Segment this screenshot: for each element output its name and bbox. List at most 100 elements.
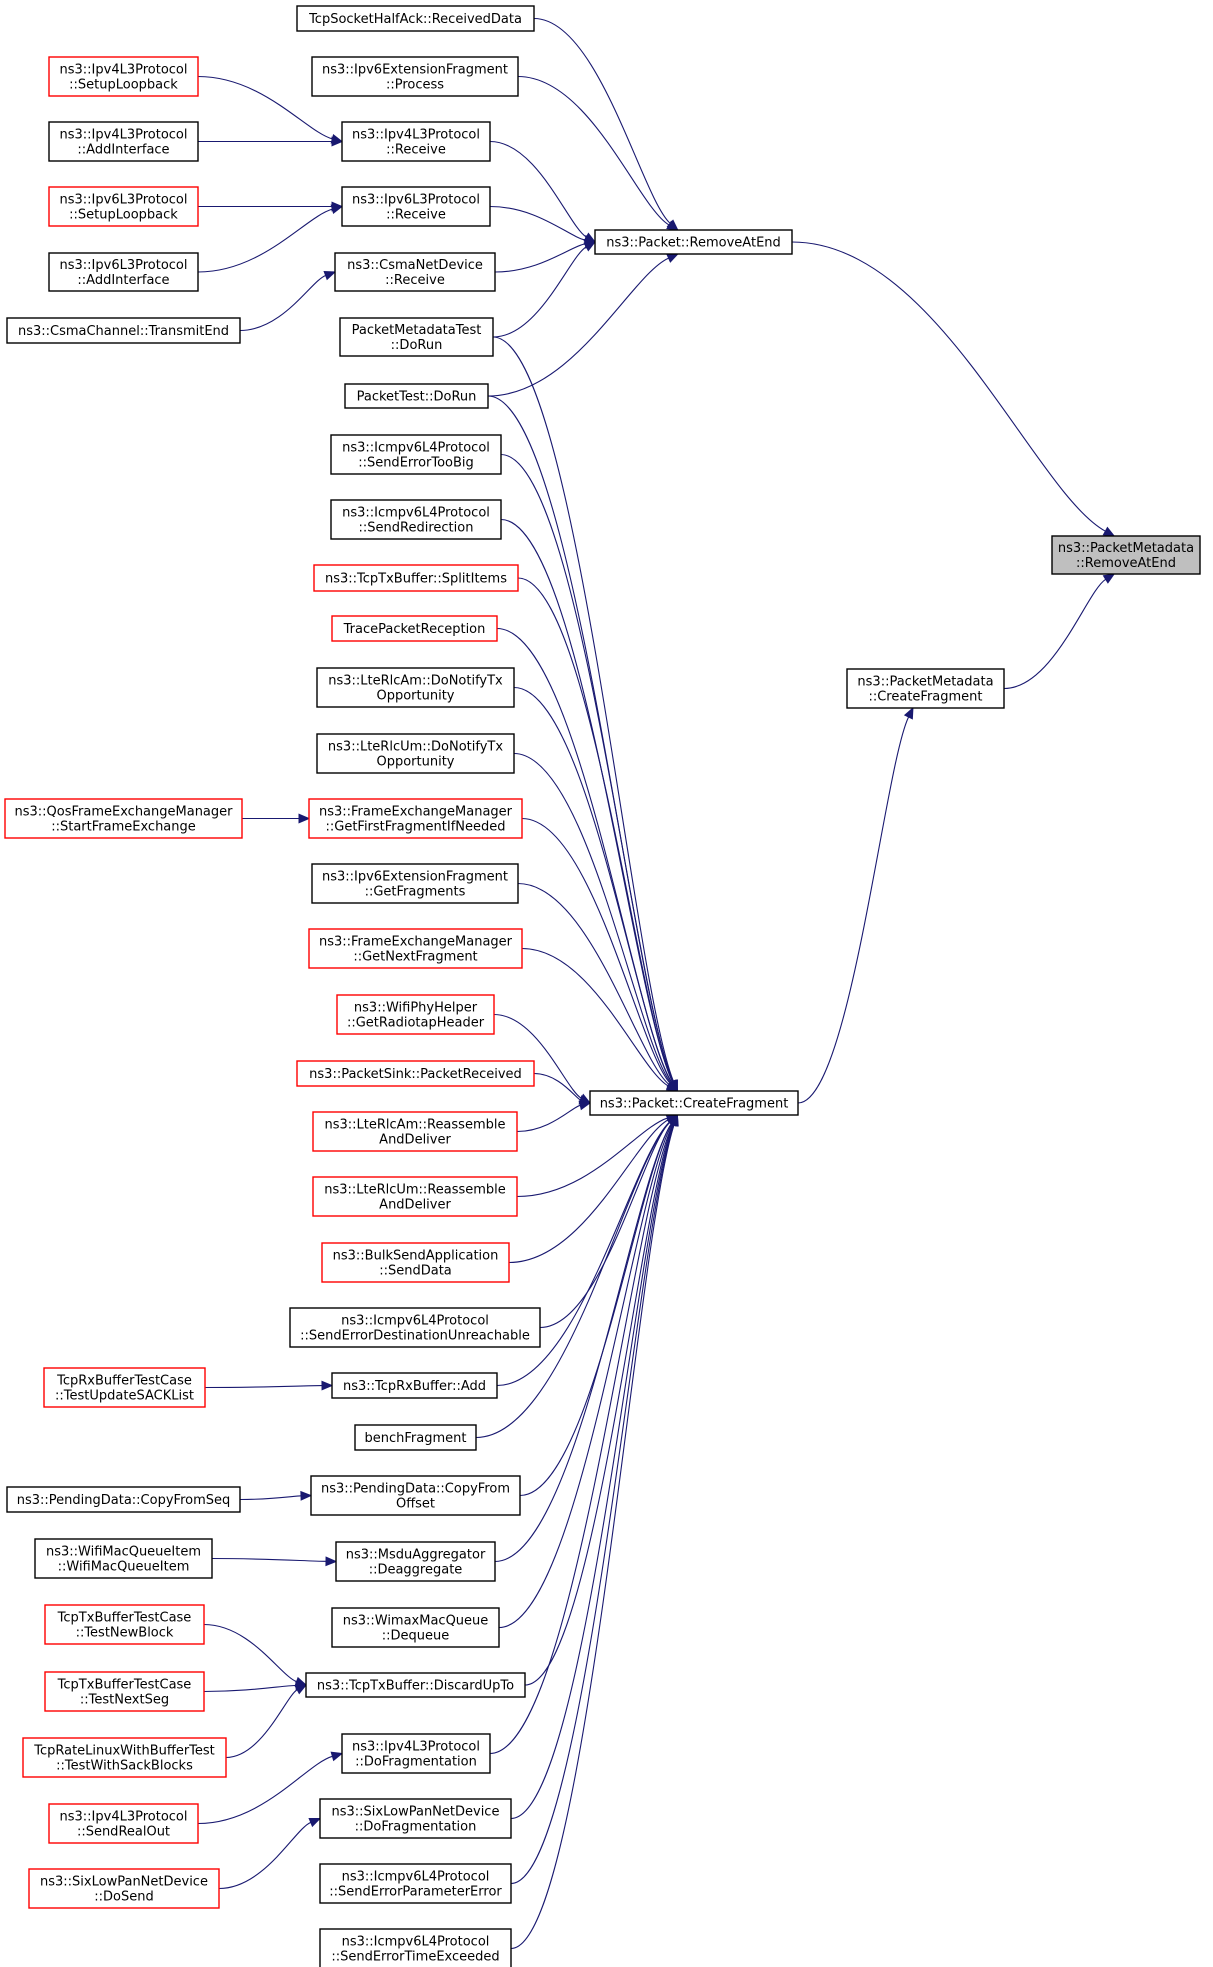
- node-pendingCopyFromSeq[interactable]: ns3::PendingData::CopyFromSeq: [6, 1486, 241, 1513]
- node-label-line: ::SendErrorParameterError: [329, 1885, 502, 1900]
- node-tcpRateSack[interactable]: TcpRateLinuxWithBufferTest::TestWithSack…: [22, 1737, 227, 1778]
- node-tracePacketReception[interactable]: TracePacketReception: [331, 615, 498, 642]
- node-icmp4ErrDestUnreach[interactable]: ns3::Icmpv6L4Protocol::SendErrorDestinat…: [289, 1307, 541, 1348]
- node-box: [308, 798, 523, 839]
- node-tcpRxAdd[interactable]: ns3::TcpRxBuffer::Add: [331, 1372, 498, 1399]
- node-bulkSendData[interactable]: ns3::BulkSendApplication::SendData: [321, 1242, 510, 1283]
- node-box: [336, 994, 495, 1035]
- node-box: [296, 1060, 535, 1087]
- edge-pmTestDoRun-to-pktRemoveAtEnd: [492, 241, 597, 338]
- node-tcpTxTestNextSeg[interactable]: TcpTxBufferTestCase::TestNextSeg: [44, 1671, 205, 1712]
- node-label-line: Opportunity: [376, 755, 454, 770]
- node-box: [34, 1538, 213, 1579]
- edge-line: [510, 1124, 675, 1820]
- node-femGetNext[interactable]: ns3::FrameExchangeManager::GetNextFragme…: [308, 928, 523, 969]
- edge-pendingCopyFromOffset-to-pktCreateFragment: [519, 1113, 679, 1497]
- node-label-line: ns3::SixLowPanNetDevice: [40, 1875, 208, 1890]
- node-label-line: ns3::FrameExchangeManager: [319, 805, 513, 820]
- node-ipv4Receive[interactable]: ns3::Ipv4L3Protocol::Receive: [341, 121, 491, 162]
- node-csmaReceive[interactable]: ns3::CsmaNetDevice::Receive: [334, 252, 496, 292]
- node-box: [48, 252, 199, 292]
- node-pktCreateFragment[interactable]: ns3::Packet::CreateFragment: [589, 1090, 799, 1116]
- edge-tcpRateSack-to-tcpTxDiscardUpTo: [225, 1684, 308, 1759]
- edge-pmCreateFragment-to-focus: [1003, 573, 1116, 690]
- node-label-line: Opportunity: [376, 689, 454, 704]
- node-label-line: ::TestNextSeg: [80, 1693, 169, 1708]
- node-icmpErrTooBig[interactable]: ns3::Icmpv6L4Protocol::SendErrorTooBig: [330, 434, 502, 475]
- edge-arrowhead: [669, 1113, 679, 1127]
- node-packetTestDoRun[interactable]: PacketTest::DoRun: [344, 383, 489, 409]
- node-ipv6Receive[interactable]: ns3::Ipv6L3Protocol::Receive: [341, 186, 491, 227]
- node-label-line: ::GetNextFragment: [353, 950, 477, 965]
- node-icmpParamError[interactable]: ns3::Icmpv6L4Protocol::SendErrorParamete…: [319, 1863, 512, 1904]
- node-box: [316, 733, 515, 774]
- node-box: [313, 564, 519, 592]
- node-icmpRedirection[interactable]: ns3::Icmpv6L4Protocol::SendRedirection: [330, 499, 502, 540]
- node-label-line: TcpTxBufferTestCase: [57, 1611, 192, 1626]
- node-wimaxDequeue[interactable]: ns3::WimaxMacQueue::Dequeue: [331, 1607, 500, 1648]
- edge-line: [797, 716, 910, 1104]
- node-ipv4AddInterface[interactable]: ns3::Ipv4L3Protocol::AddInterface: [48, 121, 199, 162]
- node-ipv6AddInterface[interactable]: ns3::Ipv6L3Protocol::AddInterface: [48, 252, 199, 292]
- node-sixLowPanDoFrag[interactable]: ns3::SixLowPanNetDevice::DoFragmentation: [319, 1798, 512, 1839]
- node-label-line: ns3::Ipv6ExtensionFragment: [322, 63, 508, 78]
- edge-arrowhead: [903, 706, 914, 720]
- node-box: [22, 1737, 227, 1778]
- node-label-line: ::DoRun: [391, 338, 443, 353]
- node-ipv6ExtFragProcess[interactable]: ns3::Ipv6ExtensionFragment::Process: [311, 56, 519, 97]
- edge-line: [225, 1689, 298, 1759]
- edge-arrowhead: [331, 136, 344, 147]
- node-ipv6ExtFragGet[interactable]: ns3::Ipv6ExtensionFragment::GetFragments: [311, 863, 519, 904]
- edge-ipv4Receive-to-pktRemoveAtEnd: [489, 140, 597, 243]
- node-qosStartFrame[interactable]: ns3::QosFrameExchangeManager::StartFrame…: [4, 798, 243, 839]
- node-box: [6, 1486, 241, 1513]
- node-msduDeaggregate[interactable]: ns3::MsduAggregator::Deaggregate: [335, 1541, 496, 1582]
- node-ipv6SetupLoopback[interactable]: ns3::Ipv6L3Protocol::SetupLoopback: [48, 186, 199, 227]
- node-pmCreateFragment[interactable]: ns3::PacketMetadata::CreateFragment: [846, 668, 1005, 709]
- node-tcpHalfAck[interactable]: TcpSocketHalfAck::ReceivedData: [296, 5, 535, 32]
- edge-line: [524, 1123, 674, 1686]
- node-femGetFirst[interactable]: ns3::FrameExchangeManager::GetFirstFragm…: [308, 798, 523, 839]
- edge-line: [487, 395, 674, 1083]
- edge-line: [494, 243, 586, 273]
- node-packetSinkRx[interactable]: ns3::PacketSink::PacketReceived: [296, 1060, 535, 1087]
- node-ipv4SetupLoopback[interactable]: ns3::Ipv4L3Protocol::SetupLoopback: [48, 56, 199, 97]
- node-label-line: ns3::PendingData::CopyFrom: [321, 1482, 510, 1497]
- node-wifiMacQueueItem[interactable]: ns3::WifiMacQueueItem::WifiMacQueueItem: [34, 1538, 213, 1579]
- node-focus[interactable]: ns3::PacketMetadata::RemoveAtEnd: [1051, 535, 1201, 575]
- edges-layer: [197, 17, 1116, 1950]
- node-tcpTxSplitItems[interactable]: ns3::TcpTxBuffer::SplitItems: [313, 564, 519, 592]
- node-tcpRxTestSack[interactable]: TcpRxBufferTestCase::TestUpdateSACKList: [43, 1367, 206, 1408]
- node-tcpTxDiscardUpTo[interactable]: ns3::TcpTxBuffer::DiscardUpTo: [305, 1672, 526, 1698]
- node-pmTestDoRun[interactable]: PacketMetadataTest::DoRun: [339, 317, 494, 357]
- node-sixLowPanDoSend[interactable]: ns3::SixLowPanNetDevice::DoSend: [28, 1868, 220, 1909]
- node-benchFragment[interactable]: benchFragment: [354, 1424, 477, 1451]
- node-label-line: ns3::LteRlcUm::Reassemble: [324, 1183, 506, 1198]
- node-box: [331, 1372, 498, 1399]
- node-label-line: ::SendErrorDestinationUnreachable: [300, 1329, 530, 1344]
- edge-arrowhead: [1102, 573, 1116, 584]
- node-label-line: TcpTxBufferTestCase: [57, 1678, 192, 1693]
- node-wifiRadiotap[interactable]: ns3::WifiPhyHelper::GetRadiotapHeader: [336, 994, 495, 1035]
- node-box: [339, 317, 494, 357]
- edge-arrowhead: [321, 1380, 334, 1391]
- node-box: [589, 1090, 799, 1116]
- node-box: [344, 383, 489, 409]
- edge-line: [521, 947, 669, 1087]
- edge-line: [513, 752, 672, 1084]
- node-ipv4DoFragmentation[interactable]: ns3::Ipv4L3Protocol::DoFragmentation: [341, 1733, 491, 1774]
- edge-sixLowPanDoSend-to-sixLowPanDoFrag: [218, 1817, 322, 1890]
- node-ipv4SendRealOut[interactable]: ns3::Ipv4L3Protocol::SendRealOut: [48, 1803, 199, 1844]
- node-icmpTimeExceeded[interactable]: ns3::Icmpv6L4Protocol::SendErrorTimeExce…: [319, 1928, 512, 1967]
- node-pktRemoveAtEnd[interactable]: ns3::Packet::RemoveAtEnd: [594, 229, 793, 255]
- node-tcpTxTestNewBlock[interactable]: TcpTxBufferTestCase::TestNewBlock: [44, 1604, 205, 1645]
- node-csmaTransmitEnd[interactable]: ns3::CsmaChannel::TransmitEnd: [6, 317, 241, 344]
- node-box: [331, 615, 498, 642]
- node-box: [331, 1607, 500, 1648]
- node-label-line: ns3::PacketMetadata: [1058, 541, 1194, 556]
